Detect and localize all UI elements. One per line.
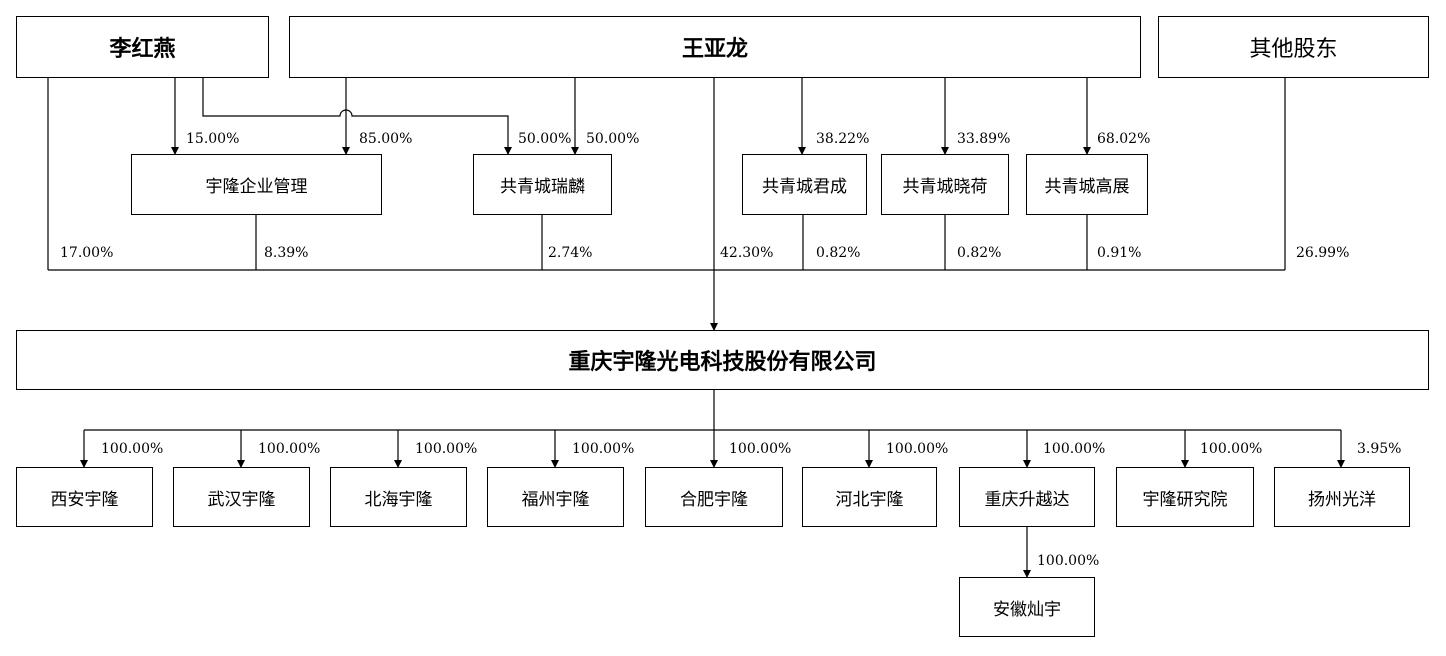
pct-wang-yalong-company: 42.30%	[720, 245, 774, 261]
pct-subsidiary: 100.00%	[258, 441, 321, 457]
subsidiary-box: 扬州光洋	[1274, 467, 1410, 527]
pct-grand-subsidiary: 100.00%	[1037, 553, 1100, 569]
entity-yulong-mgmt: 宇隆企业管理	[131, 154, 382, 215]
pct-xiaohe-company: 0.82%	[957, 245, 1002, 261]
pct-juncheng-company: 0.82%	[816, 245, 861, 261]
company-name: 重庆宇隆光电科技股份有限公司	[568, 349, 877, 375]
subsidiary-label: 合肥宇隆	[680, 489, 748, 510]
subsidiary-label: 河北宇隆	[835, 489, 904, 510]
shareholder-label: 李红燕	[109, 36, 176, 62]
shareholder-others: 其他股东	[1158, 16, 1429, 78]
subsidiary-box: 合肥宇隆	[645, 467, 783, 527]
pct-wang-to-mgmt: 85.00%	[359, 131, 413, 147]
entity-label: 共青城瑞麟	[500, 177, 585, 197]
subsidiary-label: 武汉宇隆	[207, 489, 276, 510]
pct-li-to-mgmt: 15.00%	[186, 131, 240, 147]
grand-subsidiary-label: 安徽灿宇	[993, 599, 1061, 620]
subsidiary-label: 西安宇隆	[50, 489, 119, 510]
pct-subsidiary: 100.00%	[572, 441, 635, 457]
subsidiary-label: 宇隆研究院	[1142, 489, 1228, 510]
pct-li-hongyan-company: 17.00%	[60, 245, 114, 261]
grand-subsidiary-box: 安徽灿宇	[959, 577, 1095, 637]
shareholder-wang-yalong: 王亚龙	[289, 16, 1141, 78]
pct-ruilin-company: 2.74%	[548, 245, 593, 261]
entity-juncheng: 共青城君成	[742, 154, 867, 215]
entity-ruilin: 共青城瑞麟	[473, 154, 612, 215]
subsidiary-box: 河北宇隆	[802, 467, 937, 527]
subsidiary-box: 重庆升越达	[959, 467, 1095, 527]
entity-label: 共青城高展	[1044, 177, 1130, 197]
subsidiary-label: 福州宇隆	[521, 489, 590, 510]
company-box: 重庆宇隆光电科技股份有限公司	[16, 330, 1429, 390]
entity-label: 共青城君成	[762, 177, 847, 197]
pct-li-to-ruilin: 50.00%	[518, 131, 572, 147]
pct-wang-to-gaozhan: 68.02%	[1097, 131, 1151, 147]
shareholder-label: 王亚龙	[681, 36, 748, 62]
subsidiary-box: 北海宇隆	[330, 467, 467, 527]
pct-subsidiary: 100.00%	[729, 441, 792, 457]
pct-gaozhan-company: 0.91%	[1097, 245, 1142, 261]
pct-subsidiary: 100.00%	[415, 441, 478, 457]
pct-subsidiary: 100.00%	[886, 441, 949, 457]
entity-label: 共青城晓荷	[902, 177, 988, 197]
subsidiary-label: 北海宇隆	[364, 489, 433, 510]
shareholder-li-hongyan: 李红燕	[16, 16, 269, 78]
pct-subsidiary: 100.00%	[1200, 441, 1263, 457]
pct-subsidiary: 100.00%	[101, 441, 164, 457]
pct-wang-to-juncheng: 38.22%	[816, 131, 870, 147]
subsidiary-box: 福州宇隆	[487, 467, 624, 527]
shareholder-label: 其他股东	[1249, 37, 1338, 62]
pct-others-company: 26.99%	[1296, 245, 1350, 261]
subsidiary-box: 宇隆研究院	[1116, 467, 1254, 527]
pct-wang-to-xiaohe: 33.89%	[957, 131, 1011, 147]
entity-label: 宇隆企业管理	[205, 177, 308, 197]
subsidiary-label: 扬州光洋	[1308, 489, 1376, 510]
subsidiary-box: 西安宇隆	[16, 467, 153, 527]
pct-subsidiary: 100.00%	[1043, 441, 1106, 457]
entity-xiaohe: 共青城晓荷	[881, 154, 1009, 215]
subsidiary-label: 重庆升越达	[984, 489, 1070, 510]
pct-subsidiary: 3.95%	[1357, 441, 1402, 457]
subsidiary-box: 武汉宇隆	[173, 467, 310, 527]
pct-wang-to-ruilin: 50.00%	[586, 131, 640, 147]
pct-yulong-mgmt-company: 8.39%	[264, 245, 309, 261]
entity-gaozhan: 共青城高展	[1026, 154, 1148, 215]
